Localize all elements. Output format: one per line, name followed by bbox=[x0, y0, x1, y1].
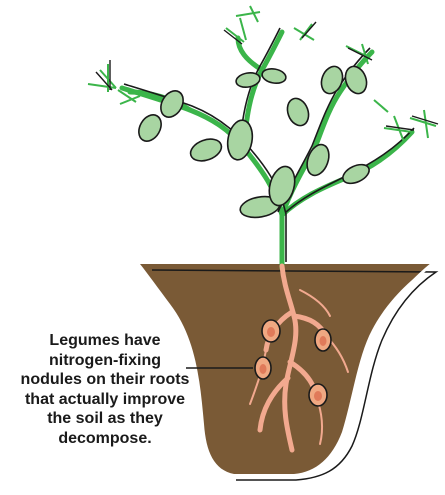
leaf bbox=[188, 135, 225, 165]
stem-outlines bbox=[124, 28, 414, 262]
legume-plant-icon bbox=[88, 6, 438, 268]
leaf bbox=[284, 95, 312, 128]
nodule bbox=[309, 384, 327, 406]
center-twig bbox=[238, 38, 262, 70]
nodule bbox=[315, 329, 331, 351]
leaf bbox=[342, 63, 370, 96]
leaf bbox=[303, 142, 333, 179]
stems bbox=[122, 32, 412, 268]
leaf bbox=[156, 87, 187, 121]
caption-text: Legumes have nitrogen-fixing nodules on … bbox=[20, 331, 190, 448]
nodule bbox=[262, 320, 280, 342]
leaf bbox=[261, 67, 287, 85]
leaf bbox=[134, 111, 165, 145]
nodule bbox=[255, 357, 271, 379]
